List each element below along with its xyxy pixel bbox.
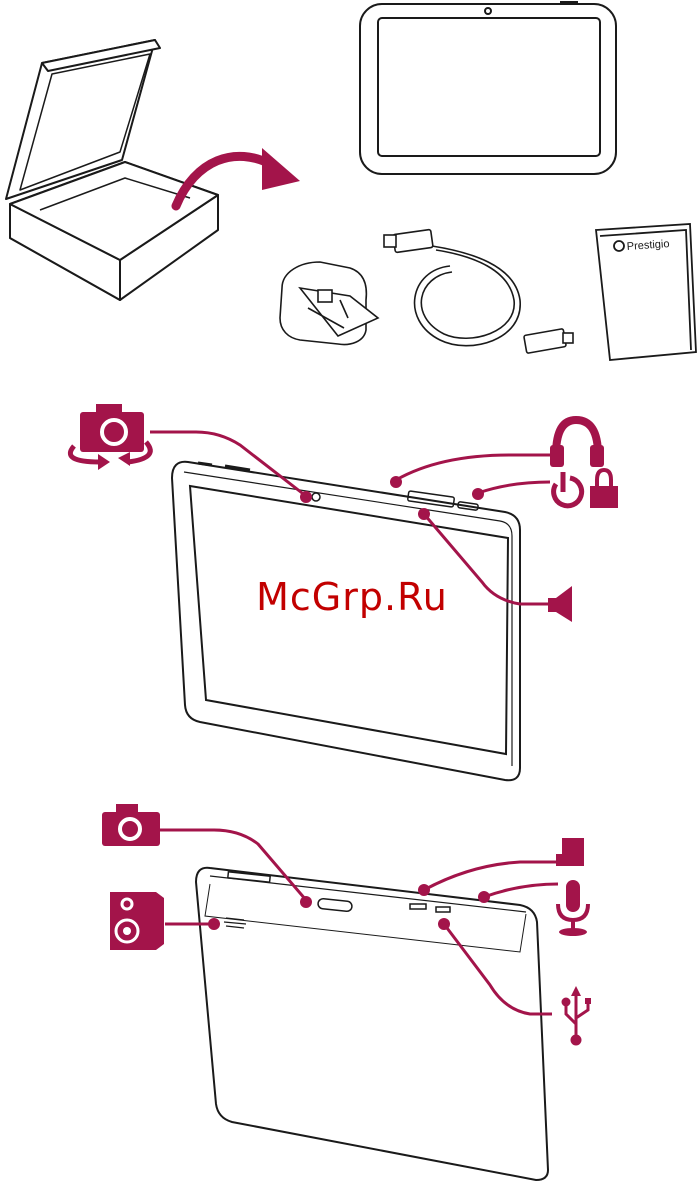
usb-cable [384,229,573,353]
sd-slot-dot [418,884,430,896]
volume-button-dot [418,508,430,520]
open-box [6,40,218,300]
loudspeaker-icon [110,892,164,950]
camera-rotate-icon [70,404,150,470]
front-camera-dot [300,491,312,503]
headphones-icon [550,420,604,467]
usb-port-dot [438,918,450,930]
tablet-back [196,868,548,1180]
lock-icon [590,470,618,508]
back-speaker-grille [224,918,246,928]
usb-icon [563,986,591,1044]
headphone-jack-dot [390,476,402,488]
power-button-dot [472,488,484,500]
microphone-icon [558,880,588,936]
speaker-volume-icon [548,586,572,622]
back-callout-lines [160,830,558,1014]
loudspeaker-dot [208,918,220,930]
watermark-text: McGrp.Ru [256,575,448,619]
camera-icon [102,804,160,846]
mic-dot [478,891,490,903]
sd-card-icon [556,838,584,866]
tablet-front [172,462,520,780]
rear-camera-dot [300,896,312,908]
unpack-arrow-head [262,148,300,190]
tablet-front-small [360,2,616,174]
wall-charger [280,262,378,344]
power-icon [554,472,582,506]
